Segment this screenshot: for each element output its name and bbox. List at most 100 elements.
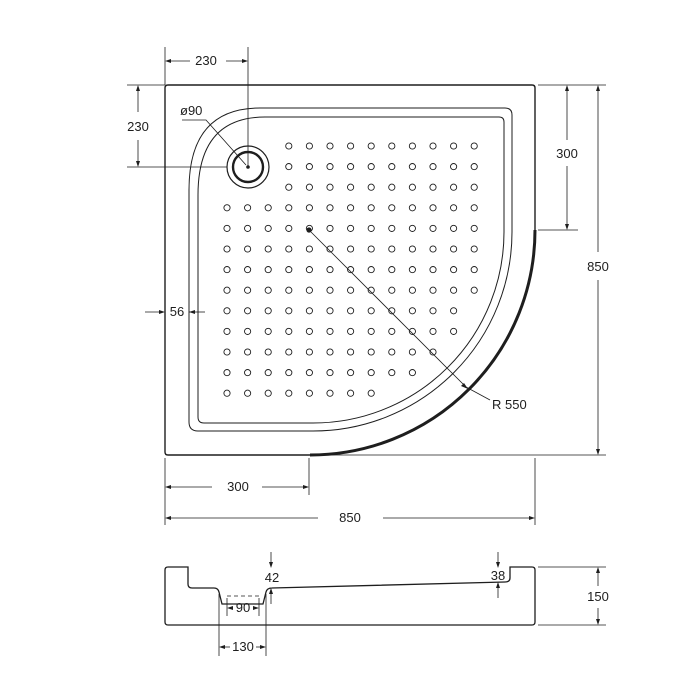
anti-slip-dot xyxy=(285,224,293,232)
anti-slip-dot xyxy=(450,163,458,171)
anti-slip-dot xyxy=(264,369,272,377)
anti-slip-dot xyxy=(264,245,272,253)
anti-slip-dot xyxy=(429,163,437,171)
anti-slip-dot xyxy=(367,348,375,356)
anti-slip-dot xyxy=(326,286,334,294)
dim-section-height: 150 xyxy=(587,589,609,604)
anti-slip-dot xyxy=(367,163,375,171)
anti-slip-dot xyxy=(244,245,252,253)
anti-slip-dot xyxy=(305,266,313,274)
plan-view xyxy=(164,84,537,457)
anti-slip-dot xyxy=(388,307,396,315)
anti-slip-dot xyxy=(408,224,416,232)
anti-slip-dot xyxy=(347,183,355,191)
anti-slip-dot xyxy=(326,204,334,212)
anti-slip-dot xyxy=(305,369,313,377)
anti-slip-dot xyxy=(347,142,355,150)
anti-slip-dot xyxy=(305,183,313,191)
dim-width-total: 850 xyxy=(339,510,361,525)
anti-slip-dot xyxy=(285,389,293,397)
anti-slip-dot xyxy=(367,327,375,335)
anti-slip-dot xyxy=(285,163,293,171)
anti-slip-dot xyxy=(408,245,416,253)
anti-slip-dot xyxy=(450,286,458,294)
anti-slip-dot xyxy=(429,327,437,335)
anti-slip-dot xyxy=(244,307,252,315)
anti-slip-dot xyxy=(223,327,231,335)
anti-slip-dot xyxy=(326,266,334,274)
anti-slip-dot xyxy=(305,245,313,253)
anti-slip-dot xyxy=(305,307,313,315)
anti-slip-dot xyxy=(388,286,396,294)
basin-line-inner xyxy=(197,116,505,424)
anti-slip-dot xyxy=(408,369,416,377)
anti-slip-dot xyxy=(470,224,478,232)
anti-slip-dot xyxy=(223,389,231,397)
anti-slip-dot xyxy=(347,286,355,294)
anti-slip-dot xyxy=(223,307,231,315)
anti-slip-dot xyxy=(285,327,293,335)
dim-drain-inner: 90 xyxy=(236,600,250,615)
anti-slip-dot xyxy=(223,286,231,294)
dim-bottom-straight: 300 xyxy=(227,479,249,494)
anti-slip-dot xyxy=(450,245,458,253)
anti-slip-dot xyxy=(347,369,355,377)
anti-slip-dot xyxy=(429,183,437,191)
anti-slip-dot xyxy=(408,348,416,356)
anti-slip-dot xyxy=(388,245,396,253)
anti-slip-dot xyxy=(244,389,252,397)
anti-slip-dot xyxy=(285,286,293,294)
anti-slip-dot xyxy=(223,369,231,377)
dim-rim-depth: 38 xyxy=(491,568,505,583)
anti-slip-dot xyxy=(326,369,334,377)
anti-slip-dot xyxy=(470,142,478,150)
anti-slip-dot xyxy=(347,389,355,397)
anti-slip-dot xyxy=(408,307,416,315)
anti-slip-dot xyxy=(244,204,252,212)
anti-slip-dot xyxy=(388,204,396,212)
anti-slip-dot xyxy=(326,348,334,356)
anti-slip-dot xyxy=(388,224,396,232)
anti-slip-dot xyxy=(326,245,334,253)
anti-slip-dot xyxy=(450,183,458,191)
anti-slip-dot xyxy=(367,224,375,232)
anti-slip-dot xyxy=(450,224,458,232)
anti-slip-dot xyxy=(223,224,231,232)
anti-slip-dot xyxy=(429,224,437,232)
anti-slip-dot xyxy=(429,204,437,212)
anti-slip-dot xyxy=(347,327,355,335)
anti-slip-dot xyxy=(264,204,272,212)
anti-slip-dot xyxy=(470,286,478,294)
anti-slip-dot xyxy=(305,348,313,356)
anti-slip-dot xyxy=(223,348,231,356)
anti-slip-dot xyxy=(408,327,416,335)
anti-slip-dot xyxy=(347,245,355,253)
anti-slip-dot xyxy=(408,163,416,171)
anti-slip-dot xyxy=(347,307,355,315)
anti-slip-dot xyxy=(223,204,231,212)
anti-slip-dot xyxy=(305,389,313,397)
anti-slip-dot xyxy=(285,183,293,191)
anti-slip-dot xyxy=(264,348,272,356)
anti-slip-dot xyxy=(429,348,437,356)
anti-slip-dot xyxy=(326,307,334,315)
anti-slip-dot xyxy=(347,348,355,356)
anti-slip-dot xyxy=(244,369,252,377)
dim-rim-width: 56 xyxy=(170,304,184,319)
dim-drain-depth: 42 xyxy=(265,570,279,585)
anti-slip-dot xyxy=(305,204,313,212)
anti-slip-dot xyxy=(305,327,313,335)
anti-slip-dot xyxy=(408,266,416,274)
section-outline xyxy=(164,566,536,626)
dim-right-straight: 300 xyxy=(556,146,578,161)
anti-slip-dot xyxy=(429,266,437,274)
anti-slip-dot xyxy=(367,245,375,253)
anti-slip-dot xyxy=(450,266,458,274)
anti-slip-dot xyxy=(408,204,416,212)
anti-slip-dot xyxy=(223,266,231,274)
anti-slip-dot xyxy=(367,204,375,212)
anti-slip-dot xyxy=(264,327,272,335)
anti-slip-dot xyxy=(388,183,396,191)
anti-slip-dot xyxy=(244,348,252,356)
